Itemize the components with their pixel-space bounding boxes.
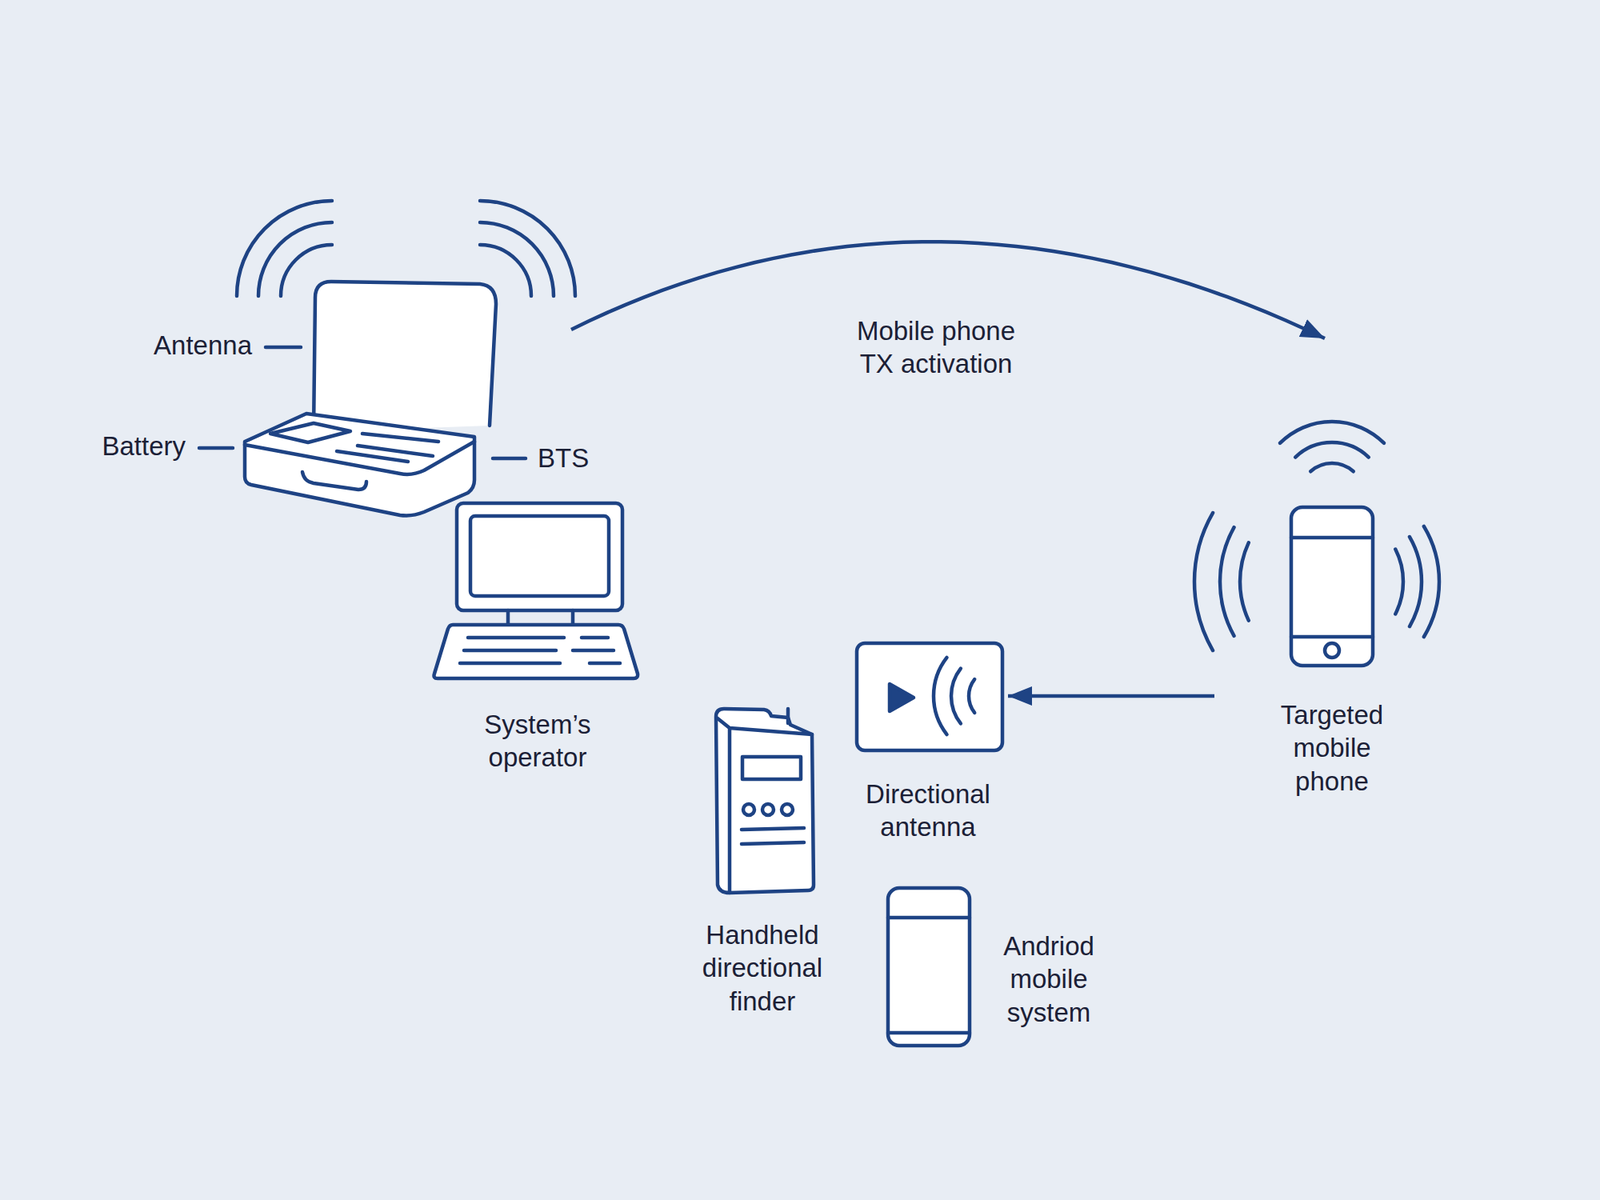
- handheld-finder: [716, 708, 814, 893]
- android-lines: [888, 917, 970, 1033]
- part-label: Battery: [101, 429, 186, 463]
- radio-wave: [280, 244, 332, 296]
- suitcase-lines: [336, 433, 439, 462]
- directional-antenna-box: [856, 643, 1003, 751]
- android-phone: [888, 888, 970, 1046]
- bts-suitcase: [244, 281, 496, 516]
- radio-wave: [933, 657, 948, 735]
- illustrated-node: Handheld directional finder: [672, 704, 856, 1023]
- finder-body: [716, 708, 814, 893]
- radio-wave: [480, 222, 554, 296]
- illustrated-node: Targeted mobile phone: [1214, 338, 1455, 811]
- radio-wave: [1280, 421, 1384, 444]
- leader-line: [492, 456, 526, 461]
- radio-wave: [1194, 512, 1213, 651]
- finder-button: [762, 804, 774, 816]
- finder-lines: [741, 828, 804, 844]
- illustrated-node: Andriod mobile system: [880, 880, 1120, 1056]
- radio-wave: [1295, 442, 1369, 458]
- targeted-phone: [1291, 507, 1373, 666]
- node-label: Targeted mobile phone: [1264, 698, 1400, 798]
- node-label: Andriod mobile system: [988, 929, 1109, 1029]
- monitor-stand: [508, 610, 573, 625]
- node-label: Handheld directional finder: [674, 918, 851, 1018]
- finder-edge: [717, 718, 812, 893]
- suitcase-lid: [313, 281, 496, 432]
- finder-button: [743, 804, 755, 816]
- finder-display: [742, 756, 801, 780]
- leader-line: [199, 446, 233, 451]
- node-label: System’s operator: [449, 708, 626, 775]
- suitcase-screen: [270, 423, 351, 443]
- node-label: Directional antenna: [840, 777, 1016, 844]
- keyboard-keys: [460, 637, 620, 664]
- finder-aerial: [786, 708, 791, 724]
- radio-wave: [480, 200, 576, 296]
- radio-wave: [1395, 549, 1404, 615]
- illustrated-node: Directional antenna: [848, 640, 1008, 849]
- edge-label: Mobile phone TX activation: [840, 314, 1032, 381]
- part-label: BTS: [537, 441, 589, 475]
- part-label: Antenna: [153, 328, 252, 362]
- radio-wave: [951, 668, 961, 724]
- monitor-screen: [470, 516, 609, 596]
- signal-arrow: [1008, 694, 1215, 699]
- radio-wave: [1409, 536, 1422, 627]
- antenna-box: [856, 643, 1003, 751]
- radio-wave: [236, 200, 332, 296]
- phone-lines: [1291, 537, 1373, 637]
- finder-button: [781, 804, 793, 816]
- operator-computer: [434, 503, 639, 679]
- radio-wave: [480, 244, 532, 296]
- leader-line: [265, 345, 301, 350]
- radio-wave: [1240, 542, 1249, 620]
- suitcase-handle: [302, 472, 367, 490]
- phone-body: [1291, 507, 1373, 666]
- radio-wave: [1310, 463, 1354, 472]
- monitor: [456, 503, 623, 611]
- radio-wave: [968, 679, 975, 713]
- radio-wave: [1220, 527, 1235, 636]
- play-triangle: [889, 684, 914, 712]
- illustrated-node: System’s operator: [240, 329, 640, 780]
- keyboard: [434, 624, 639, 679]
- radio-wave: [258, 222, 332, 296]
- radio-waves: [236, 200, 1440, 735]
- android-body: [888, 888, 970, 1046]
- radio-wave: [1424, 526, 1440, 637]
- phone-button: [1324, 643, 1340, 658]
- suitcase-base: [244, 413, 475, 516]
